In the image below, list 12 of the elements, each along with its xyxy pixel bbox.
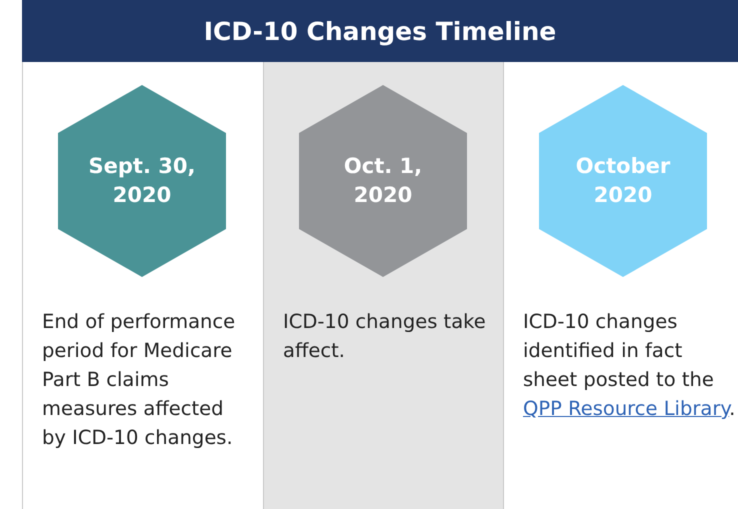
hexagon [58,85,226,277]
title-banner: ICD-10 Changes Timeline [22,0,738,62]
description-text: End of performance period for Medicare Part B claims measures affected by ICD-10 changes. [42,310,236,449]
hexagon [299,85,467,277]
date-label: October 2020 [574,153,672,209]
description-text: ICD-10 changes identified in fact sheet posted to the [523,310,714,391]
date-label: Sept. 30, 2020 [88,153,196,209]
link: QPP Resource Library [523,397,730,420]
date-label: Oct. 1, 2020 [342,153,424,209]
description-text: . [729,397,736,420]
hexagon [539,85,707,277]
description-text: ICD-10 changes take affect. [283,310,486,362]
